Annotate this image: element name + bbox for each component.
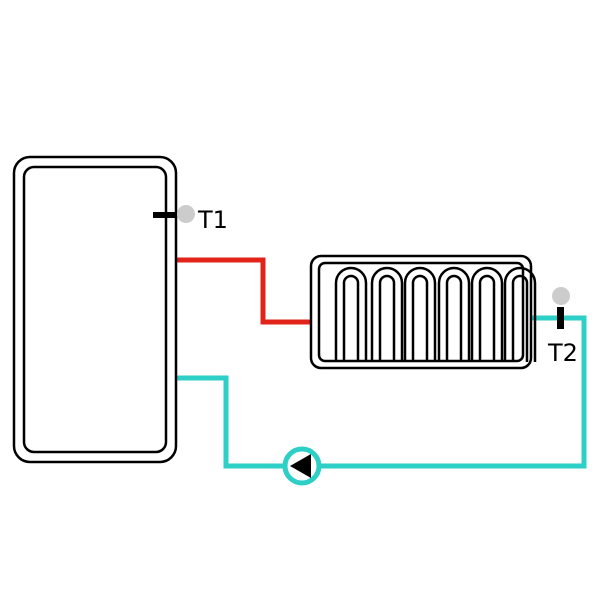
hot-flow-line [174, 257, 315, 325]
coil-loop-outer [370, 266, 404, 362]
coil-loop-inner [445, 274, 463, 362]
coil-loop-outer [334, 266, 368, 362]
collector-coils [334, 266, 537, 362]
solar-collector-icon [309, 254, 537, 370]
coil-loop-outer [437, 266, 471, 362]
coil-loop-inner [478, 274, 496, 362]
circulation-pump-icon [282, 446, 322, 486]
storage-tank-icon [12, 155, 178, 464]
coil-loop-inner [511, 274, 529, 362]
t1-sensor: T1 [153, 205, 228, 234]
t2-sensor: T2 [547, 287, 578, 367]
coil-loop-inner [378, 274, 396, 362]
t1-label: T1 [197, 206, 228, 234]
pump-direction-arrow-icon [290, 454, 311, 478]
t1-sensor-mount [153, 212, 177, 218]
coil-loop-inner [411, 274, 429, 362]
coil-loop-outer [503, 266, 537, 362]
cold-return-line-tank [174, 375, 284, 469]
coil-loop-inner [342, 274, 360, 362]
t2-sensor-mount [557, 307, 564, 329]
coil-loop-outer [470, 266, 504, 362]
coil-loop-outer [403, 266, 437, 362]
t2-sensor-icon [552, 287, 570, 305]
t1-sensor-icon [177, 205, 195, 223]
t2-label: T2 [547, 339, 578, 367]
